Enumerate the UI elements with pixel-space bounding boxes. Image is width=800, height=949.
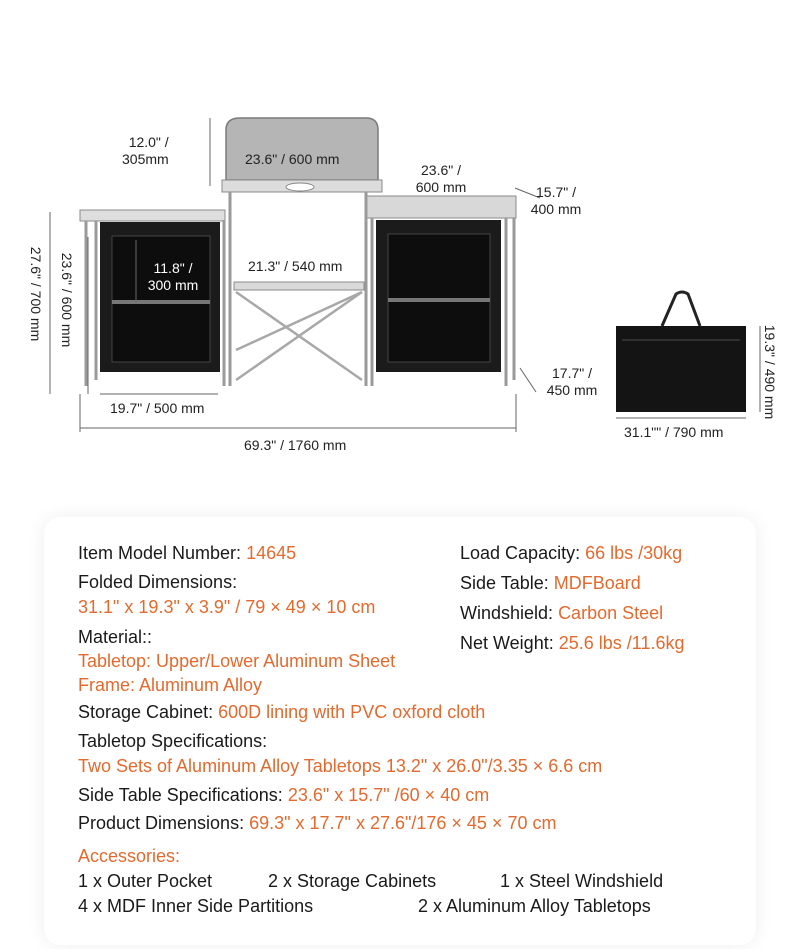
windshield-label: Windshield: (460, 603, 554, 623)
middle-width-dimension: 21.3" / 540 mm (248, 258, 343, 274)
bag-height-dimension: 19.3" / 490 mm (762, 324, 778, 420)
model-number-row: Item Model Number: 14645 (78, 542, 296, 564)
folded-dimensions-value: 31.1" x 19.3" x 3.9" / 79 × 49 × 10 cm (78, 597, 376, 617)
windshield-width-dimension: 23.6" / 600 mm (245, 151, 340, 167)
side-table-spec-value: 23.6" x 15.7" /60 × 40 cm (287, 785, 490, 805)
total-width-dimension: 69.3" / 1760 mm (244, 437, 347, 453)
accessories-title: Accessories: (78, 846, 181, 866)
accessory-item: 2 x Storage Cabinets (268, 871, 437, 891)
total-height-dimension: 27.6" / 700 mm (28, 246, 44, 342)
windshield-height-dimension: 12.0" / 305mm (122, 134, 169, 167)
side-table-row: Side Table: MDFBoard (460, 572, 641, 594)
net-weight-row: Net Weight: 25.6 lbs /11.6kg (460, 632, 685, 654)
side-table-label: Side Table: (460, 573, 549, 593)
load-capacity-row: Load Capacity: 66 lbs /30kg (460, 542, 682, 564)
side-table-spec-row: Side Table Specifications: 23.6" x 15.7"… (78, 784, 489, 806)
accessory-item: 2 x Aluminum Alloy Tabletops (418, 896, 651, 916)
specifications-card (44, 517, 756, 945)
accessory-item: 1 x Outer Pocket (78, 871, 213, 891)
material-frame-value: Frame: Aluminum Alloy (78, 675, 263, 695)
top-right-width-dimension: 23.6" / 600 mm (415, 162, 467, 195)
windshield-value: Carbon Steel (558, 603, 664, 623)
accessory-item: 1 x Steel Windshield (500, 871, 664, 891)
tabletop-spec-value: Two Sets of Aluminum Alloy Tabletops 13.… (78, 756, 603, 776)
accessory-item: 4 x MDF Inner Side Partitions (78, 896, 314, 916)
product-dimensions-value: 69.3" x 17.7" x 27.6"/176 × 45 × 70 cm (249, 813, 557, 833)
tabletop-spec-label: Tabletop Specifications: (78, 731, 268, 751)
product-diagram: 12.0" / 305mm 23.6" / 600 mm 23.6" / 600… (28, 117, 778, 453)
table-depth-dimension: 17.7" / 450 mm (546, 365, 598, 398)
model-number-value: 14645 (246, 543, 297, 563)
material-label: Material:: (78, 627, 153, 647)
side-table-value: MDFBoard (553, 573, 641, 593)
cabinet-height-dimension: 23.6" / 600 mm (59, 252, 75, 348)
net-weight-label: Net Weight: (460, 633, 554, 653)
kitchen-table-illustration (49, 117, 761, 432)
product-dimensions-row: Product Dimensions: 69.3" x 17.7" x 27.6… (78, 812, 556, 834)
windshield-row: Windshield: Carbon Steel (460, 602, 663, 624)
shelf-height-dimension: 11.8" / 300 mm (147, 260, 199, 293)
folded-dimensions-label: Folded Dimensions: (78, 572, 238, 592)
storage-cabinet-row: Storage Cabinet: 600D lining with PVC ox… (78, 701, 485, 723)
cabinet-width-dimension: 19.7" / 500 mm (110, 400, 205, 416)
model-number-label: Item Model Number: (78, 543, 242, 563)
storage-cabinet-value: 600D lining with PVC oxford cloth (218, 702, 486, 722)
net-weight-value: 25.6 lbs /11.6kg (558, 633, 685, 653)
side-table-spec-label: Side Table Specifications: (78, 785, 283, 805)
material-tabletop-value: Tabletop: Upper/Lower Aluminum Sheet (78, 651, 396, 671)
bag-width-dimension: 31.1"" / 790 mm (624, 424, 724, 440)
side-depth-dimension: 15.7" / 400 mm (530, 184, 582, 217)
load-capacity-label: Load Capacity: (460, 543, 581, 563)
load-capacity-value: 66 lbs /30kg (585, 543, 683, 563)
storage-cabinet-label: Storage Cabinet: (78, 702, 214, 722)
product-dimensions-label: Product Dimensions: (78, 813, 245, 833)
